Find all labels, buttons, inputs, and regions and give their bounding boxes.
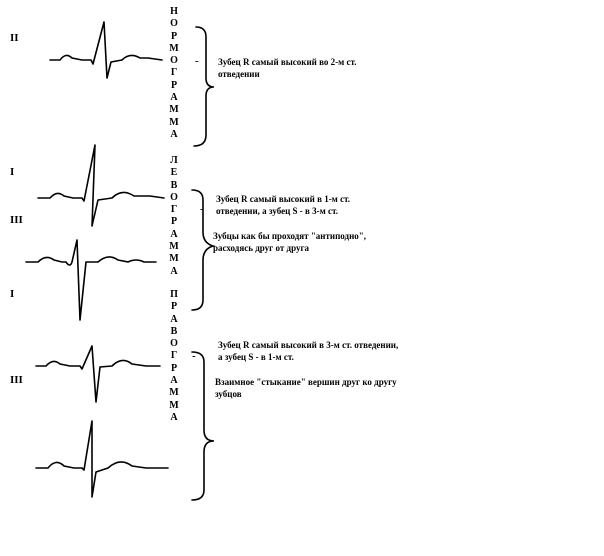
description-line: отведении [218,69,260,79]
vertical-letter: А [170,313,178,325]
dash-levogram: - [200,203,204,215]
vertical-letter: М [169,116,179,128]
vertical-letter: О [170,191,178,203]
vertical-letter: В [170,325,178,337]
ecg-trace-lead-ii [49,21,163,79]
vertical-letter: А [170,375,178,387]
description-line: Зубец R самый высокий в 1-м ст. [216,194,351,204]
description-pravogram-2: Взаимное "стыкание" вершин друг ко другу… [215,376,397,400]
vertical-letter: Н [170,6,178,17]
vertical-letter: Л [170,155,178,166]
vertical-letter: М [169,253,179,265]
dash-normogram: - [195,55,199,67]
description-normogram: Зубец R самый высокий во 2-м ст. отведен… [218,56,357,80]
vertical-letter: О [170,338,178,350]
lead-label-iii-left: III [10,214,23,226]
vertical-letter: О [170,55,178,67]
description-levogram-2: Зубцы как бы проходят "антиподно", расхо… [213,230,366,254]
vertical-letter: М [169,387,179,399]
vertical-letter: М [169,42,179,54]
vertical-letter: Г [170,67,178,79]
vertical-letter: А [170,411,178,423]
lead-label-i-left: I [10,166,15,178]
vertical-letter: М [169,241,179,253]
vertical-letter: Г [170,350,178,362]
lead-label-ii: II [10,32,19,44]
dash-pravogram: - [192,350,196,362]
ecg-trace-lead-iii-left [25,239,157,321]
vertical-letter: Р [170,301,178,313]
description-line: а зубец S - в 1-м ст. [218,352,294,362]
description-line: зубцов [215,389,242,399]
vertical-letter: М [169,399,179,411]
description-levogram-1: Зубец R самый высокий в 1-м ст. отведени… [216,193,350,217]
description-line: Зубец R самый высокий во 2-м ст. [218,57,357,67]
vertical-letter: М [169,104,179,116]
description-line: расходясь друг от друга [213,243,310,253]
brace-normogram [193,26,215,147]
lead-label-i-right: I [10,288,15,300]
vertical-letter: Р [170,216,178,228]
description-line: Взаимное "стыкание" вершин друг ко другу [215,377,397,387]
brace-pravogram [191,351,215,501]
ecg-trace-lead-i-right [35,345,161,403]
vertical-letter: А [170,228,178,240]
description-line: Зубец R самый высокий в 3-м ст. отведени… [218,340,399,350]
ecg-trace-lead-iii-right [35,420,169,498]
vertical-letter: О [170,18,178,30]
vertical-letter: Р [170,362,178,374]
vertical-letter: А [170,265,178,277]
vertical-letter: В [170,179,178,191]
description-line: Зубцы как бы проходят "антиподно", [213,231,367,241]
vertical-letter: П [170,289,178,300]
vertical-letter: А [170,92,178,104]
description-pravogram-1: Зубец R самый высокий в 3-м ст. отведени… [218,339,398,363]
vertical-letter: Г [170,204,178,216]
vertical-letter: Р [170,30,178,42]
description-line: отведении, а зубец S - в 3-м ст. [216,206,338,216]
ecg-trace-lead-i-left [37,144,165,227]
vertical-letter: Р [170,79,178,91]
vertical-letter: А [170,128,178,140]
vertical-letter: Е [170,167,178,179]
lead-label-iii-right: III [10,374,23,386]
brace-levogram [191,189,216,311]
